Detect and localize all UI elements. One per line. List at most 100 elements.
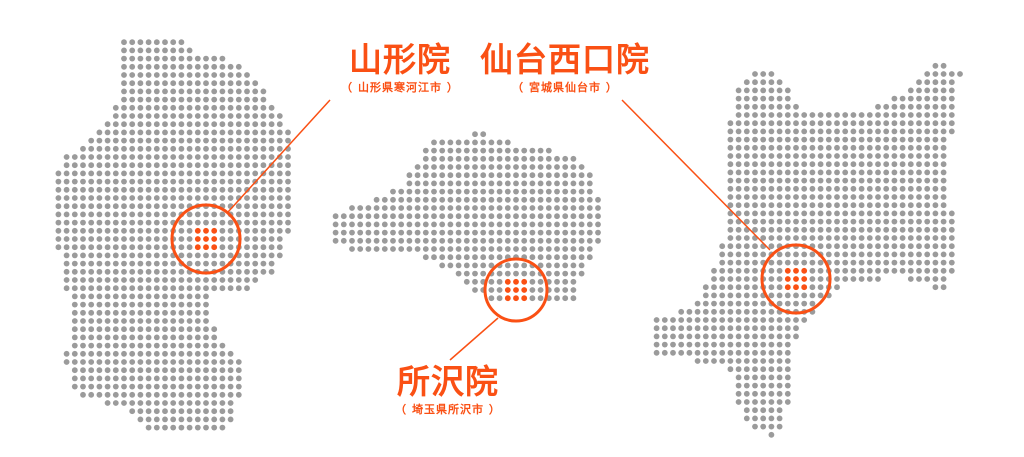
map-dot bbox=[252, 96, 259, 103]
map-dot bbox=[891, 235, 898, 241]
map-dot bbox=[112, 301, 119, 308]
map-dot bbox=[866, 202, 873, 209]
map-dot bbox=[883, 103, 890, 110]
map-dot bbox=[727, 243, 734, 250]
location-marker-ring[interactable] bbox=[483, 257, 549, 323]
map-dot bbox=[104, 145, 111, 152]
map-dot bbox=[71, 350, 78, 357]
map-dot bbox=[842, 259, 849, 266]
map-dot bbox=[88, 219, 95, 226]
map-dot bbox=[529, 196, 536, 203]
map-dot bbox=[145, 244, 152, 251]
map-dot bbox=[203, 137, 209, 144]
map-dot bbox=[186, 170, 193, 177]
map-dot bbox=[932, 210, 939, 217]
map-dot bbox=[211, 375, 218, 382]
map-dot bbox=[373, 237, 380, 244]
map-dot bbox=[194, 211, 201, 218]
map-dot bbox=[71, 195, 78, 201]
map-dot bbox=[570, 295, 577, 302]
map-dot bbox=[768, 267, 775, 274]
map-dot bbox=[112, 113, 119, 119]
map-dot bbox=[129, 63, 136, 70]
map-dot bbox=[480, 139, 487, 146]
location-marker-ring[interactable] bbox=[760, 243, 832, 315]
map-dot bbox=[129, 309, 136, 316]
map-dot bbox=[875, 276, 881, 282]
map-dot bbox=[537, 254, 544, 261]
map-dot bbox=[686, 341, 693, 348]
map-dot bbox=[784, 144, 791, 151]
map-dot bbox=[793, 185, 799, 192]
map-dot bbox=[145, 301, 152, 308]
map-dot bbox=[570, 155, 577, 162]
highlight-dot bbox=[793, 284, 799, 291]
map-dot bbox=[129, 408, 136, 415]
map-dot bbox=[463, 221, 470, 228]
map-dot bbox=[244, 178, 250, 185]
map-dot bbox=[480, 164, 487, 170]
map-dot bbox=[924, 276, 931, 282]
map-dot bbox=[801, 128, 808, 135]
map-dot bbox=[727, 333, 734, 340]
map-dot bbox=[776, 276, 783, 282]
location-sendai[interactable]: 仙台西口院 （ 宮城県仙台市 ） bbox=[480, 40, 650, 96]
map-dot bbox=[398, 196, 405, 203]
map-dot bbox=[390, 188, 396, 195]
map-dot bbox=[260, 195, 267, 201]
map-dot bbox=[162, 416, 168, 423]
map-dot bbox=[145, 342, 152, 349]
location-tokorozawa[interactable]: 所沢院 （ 埼玉県所沢市 ） bbox=[395, 362, 501, 418]
map-dot bbox=[719, 284, 726, 291]
map-dot bbox=[678, 317, 685, 323]
map-dot bbox=[219, 145, 226, 152]
map-dot bbox=[578, 254, 585, 261]
map-dot bbox=[145, 293, 152, 300]
map-dot bbox=[219, 170, 226, 177]
map-dot bbox=[727, 308, 734, 315]
map-dot bbox=[678, 308, 685, 315]
location-marker-ring[interactable] bbox=[170, 203, 242, 275]
map-dot bbox=[186, 219, 193, 226]
map-dot bbox=[112, 350, 119, 357]
location-yamagata[interactable]: 山形院 （ 山形県寒河江市 ） bbox=[341, 40, 459, 96]
map-dot bbox=[776, 177, 783, 184]
map-dot bbox=[439, 205, 446, 211]
map-dot bbox=[88, 178, 95, 185]
map-dot bbox=[170, 285, 177, 292]
map-dot bbox=[924, 194, 931, 200]
map-dot bbox=[760, 390, 767, 397]
map-dot bbox=[801, 292, 808, 299]
map-dot bbox=[455, 172, 462, 179]
map-dot bbox=[793, 112, 799, 118]
map-dot bbox=[80, 211, 86, 218]
highlight-dot bbox=[784, 267, 791, 274]
map-dot bbox=[850, 251, 857, 258]
map-dot bbox=[719, 308, 726, 315]
map-dot bbox=[760, 358, 767, 364]
map-dot bbox=[219, 277, 226, 283]
map-dot bbox=[211, 400, 218, 406]
map-dot bbox=[80, 342, 86, 349]
map-dot bbox=[186, 80, 193, 87]
map-dot bbox=[463, 139, 470, 146]
map-dot bbox=[916, 103, 922, 110]
map-dot bbox=[153, 268, 160, 275]
map-dot bbox=[71, 260, 78, 267]
map-dot bbox=[447, 246, 454, 252]
map-dot bbox=[463, 205, 470, 211]
map-dot bbox=[735, 292, 742, 299]
map-dot bbox=[285, 154, 291, 160]
map-dot bbox=[924, 267, 931, 274]
map-dot bbox=[842, 210, 849, 217]
map-dot bbox=[661, 341, 668, 348]
map-dot bbox=[488, 188, 495, 195]
map-dot bbox=[924, 251, 931, 258]
map-dot bbox=[768, 415, 775, 422]
map-dot bbox=[153, 72, 160, 78]
map-dot bbox=[121, 244, 127, 251]
map-dot bbox=[883, 128, 890, 135]
map-dot bbox=[121, 203, 127, 210]
map-dot bbox=[940, 136, 947, 143]
map-dot bbox=[694, 300, 701, 307]
